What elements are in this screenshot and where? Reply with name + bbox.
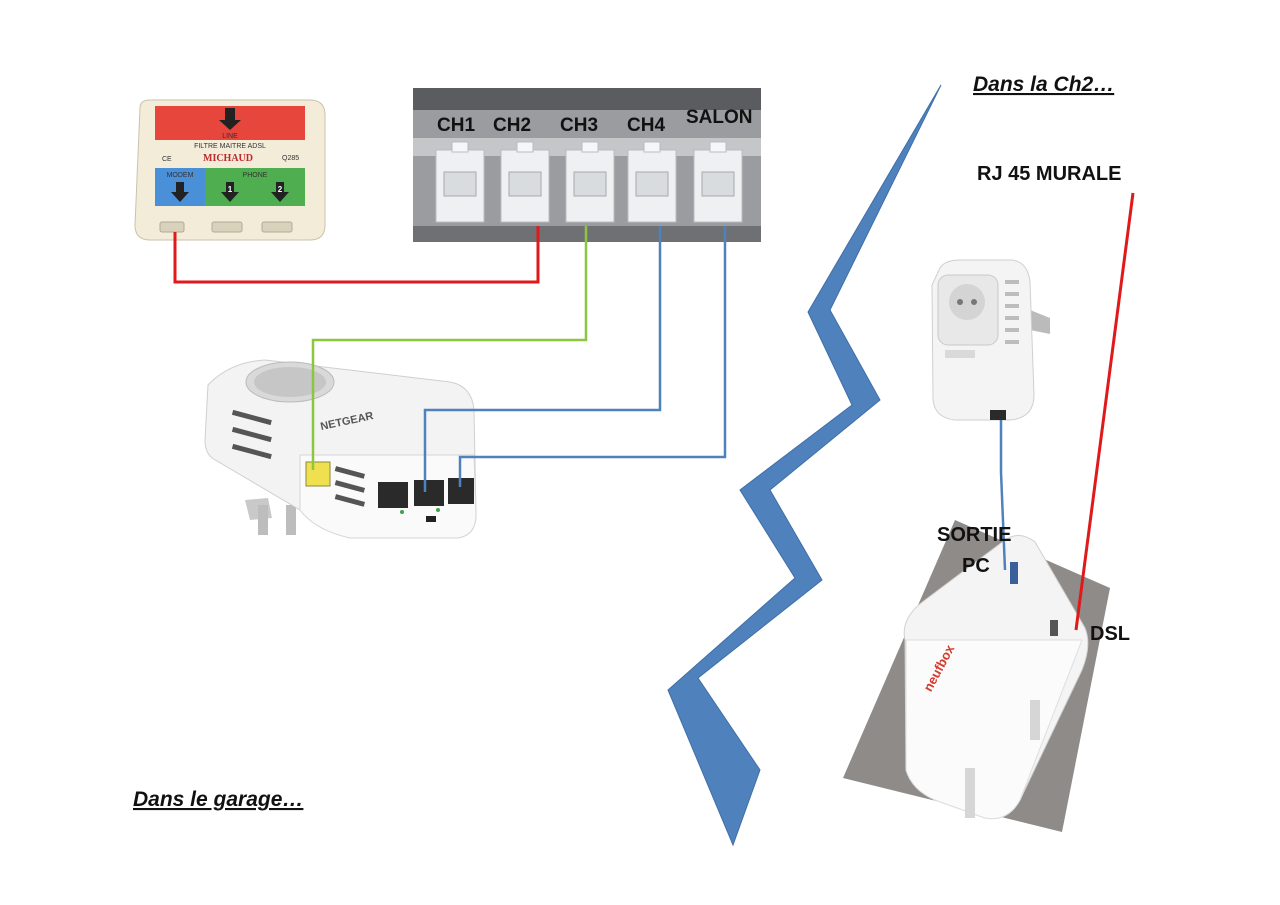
filter-line-label: LINE [222, 133, 238, 140]
modem-arrow-icon [171, 182, 189, 202]
small-adapter-eth-port [990, 410, 1006, 420]
small-powerline-adapter [931, 259, 1050, 421]
netgear-eth-port-1 [378, 482, 408, 508]
label-dsl: DSL [1090, 623, 1130, 645]
filter-brand: MICHAUD [203, 153, 253, 164]
cable-blue-salon-to-netgear [458, 226, 727, 487]
caption-garage: Dans le garage… [133, 788, 303, 811]
neufbox-modem: neufbox [843, 520, 1110, 832]
netgear-eth-port-2 [414, 480, 444, 506]
adsl-master-filter: LINE FILTRE MAITRE ADSL MICHAUD CE Q285 … [134, 99, 326, 241]
patch-panel: CH1 CH2 CH3 CH4 SALON [413, 88, 761, 242]
cable-red-rj45-to-dsl [1074, 192, 1135, 631]
cable-blue-adapter-to-neufbox [999, 420, 1007, 571]
neufbox-dsl-port [1050, 620, 1058, 636]
patch-port-ch1 [435, 141, 485, 223]
line-arrow-icon [219, 108, 241, 130]
lightning-divider [667, 84, 942, 847]
port-label-ch2: CH2 [493, 115, 531, 136]
filter-modem-port [159, 221, 185, 233]
filter-model: Q285 [282, 155, 299, 162]
label-sortie: SORTIE [937, 524, 1011, 546]
neufbox-pc-port [1010, 562, 1018, 584]
patch-port-salon [693, 141, 743, 223]
caption-ch2: Dans la Ch2… [973, 73, 1114, 96]
port-label-ch3: CH3 [560, 115, 598, 136]
label-pc: PC [962, 555, 990, 577]
phone2-arrow-icon [271, 182, 289, 202]
port-label-ch4: CH4 [627, 115, 665, 136]
port-label-ch1: CH1 [437, 115, 475, 136]
filter-phone-label: PHONE [243, 172, 268, 179]
netgear-outlet-port [305, 461, 331, 487]
filter-phone2-port [261, 221, 293, 233]
filter-modem-label: MODEM [167, 172, 194, 179]
port-label-salon: SALON [686, 107, 753, 128]
phone1-arrow-icon [221, 182, 239, 202]
filter-phone-panel [205, 168, 305, 206]
cable-green-ch3-to-netgear [311, 226, 588, 470]
phone2-number: 2 [278, 185, 283, 194]
cable-blue-ch4-to-netgear [423, 226, 662, 492]
filter-phone1-port [211, 221, 243, 233]
patch-ports [435, 141, 743, 223]
ce-mark: CE [162, 156, 172, 163]
filter-name: FILTRE MAITRE ADSL [194, 143, 266, 150]
patch-port-ch4 [627, 141, 677, 223]
patch-port-ch3 [565, 141, 615, 223]
phone1-number: 1 [228, 185, 233, 194]
netgear-powerline-adapter: NETGEAR [204, 359, 477, 539]
label-rj45-murale: RJ 45 MURALE [977, 163, 1121, 185]
patch-port-ch2 [500, 141, 550, 223]
cable-red-filter-to-ch2 [173, 226, 540, 284]
